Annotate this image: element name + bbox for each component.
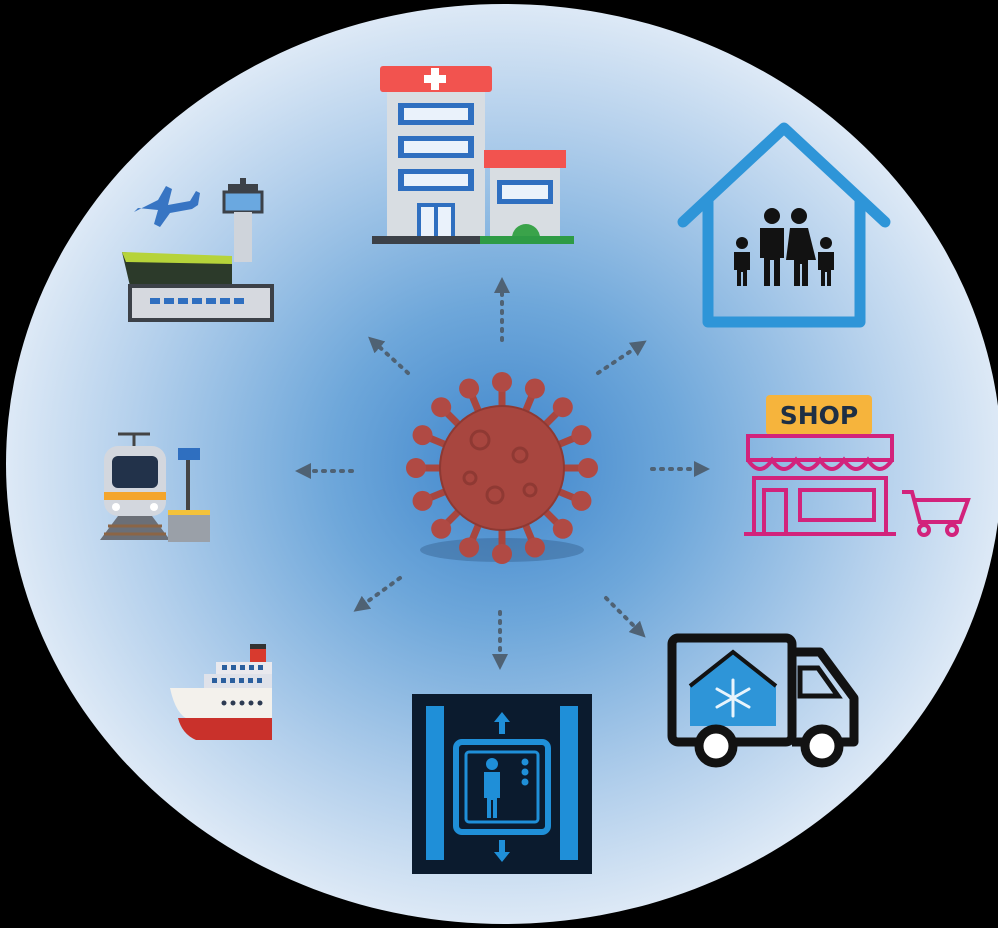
coronavirus-icon xyxy=(406,372,598,564)
virus-spike-head xyxy=(552,518,573,539)
virus-spike-head xyxy=(406,458,426,478)
virus-spike-head xyxy=(492,372,512,392)
virus-spike-head xyxy=(431,518,452,539)
virus-spike-head xyxy=(552,397,573,418)
virus-spike-head xyxy=(524,537,545,558)
cruise-ship-icon xyxy=(170,644,272,740)
arrow-down-left xyxy=(353,576,402,612)
arrow-up-right xyxy=(596,340,647,375)
virus-spike-head xyxy=(571,490,592,511)
virus-spike-head xyxy=(459,537,480,558)
elevator-icon xyxy=(412,694,592,874)
virus-spike-head xyxy=(459,378,480,399)
refrigerated-truck-icon xyxy=(667,633,859,768)
shop-icon: SHOP xyxy=(744,395,971,537)
train-icon xyxy=(100,432,210,542)
shop-sign-text: SHOP xyxy=(780,401,859,430)
airport-icon xyxy=(122,178,274,322)
hospital-icon xyxy=(372,66,574,244)
virus-spike-head xyxy=(578,458,598,478)
arrow-down-right xyxy=(604,596,646,638)
spread-arrows xyxy=(295,277,710,670)
virus-spike-head xyxy=(412,490,433,511)
virus-spike-head xyxy=(431,397,452,418)
family-home-icon xyxy=(677,122,891,328)
virus-spike-head xyxy=(524,378,545,399)
virus-spike-head xyxy=(571,425,592,446)
virus-spike-head xyxy=(492,544,512,564)
virus-spike-head xyxy=(412,425,433,446)
arrow-up-left xyxy=(368,336,410,375)
